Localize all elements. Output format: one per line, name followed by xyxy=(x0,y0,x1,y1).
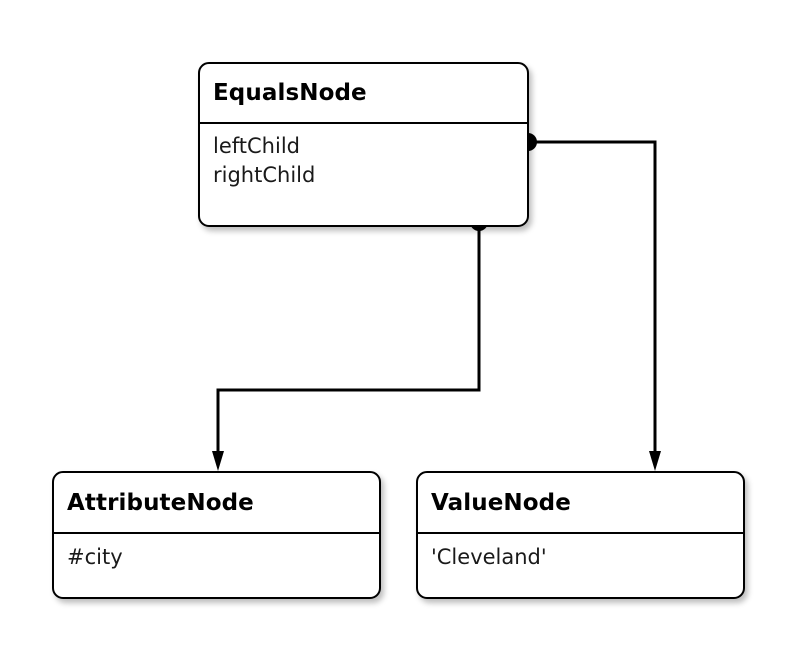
uml-node-attribute-attributes: #city xyxy=(54,534,379,571)
edge-leftchild-path xyxy=(216,222,481,462)
uml-node-attribute-attribute-city: #city xyxy=(67,545,123,569)
uml-node-equals-title: EqualsNode xyxy=(213,80,367,106)
uml-node-equals-attributes: leftChild rightChild xyxy=(200,124,527,190)
uml-node-value[interactable]: ValueNode 'Cleveland' xyxy=(416,471,745,599)
uml-node-equals[interactable]: EqualsNode leftChild rightChild xyxy=(198,62,529,227)
uml-node-value-title: ValueNode xyxy=(431,489,571,516)
uml-node-equals-title-band: EqualsNode xyxy=(200,64,527,124)
uml-node-value-title-band: ValueNode xyxy=(418,473,743,534)
edge-rightchild-path xyxy=(528,140,657,462)
edge-rightchild-arrowhead-icon xyxy=(649,451,661,471)
uml-node-value-attribute-cleveland: 'Cleveland' xyxy=(431,545,547,569)
uml-node-attribute-title: AttributeNode xyxy=(67,489,254,516)
edge-leftchild[interactable] xyxy=(212,213,488,471)
uml-node-attribute-title-band: AttributeNode xyxy=(54,473,379,534)
uml-node-value-attributes: 'Cleveland' xyxy=(418,534,743,571)
uml-node-equals-attribute-rightchild: rightChild xyxy=(213,163,316,187)
uml-node-equals-attribute-leftchild: leftChild xyxy=(213,134,300,158)
edge-rightchild[interactable] xyxy=(519,133,661,471)
edge-leftchild-arrowhead-icon xyxy=(212,451,224,471)
uml-node-attribute[interactable]: AttributeNode #city xyxy=(52,471,381,599)
